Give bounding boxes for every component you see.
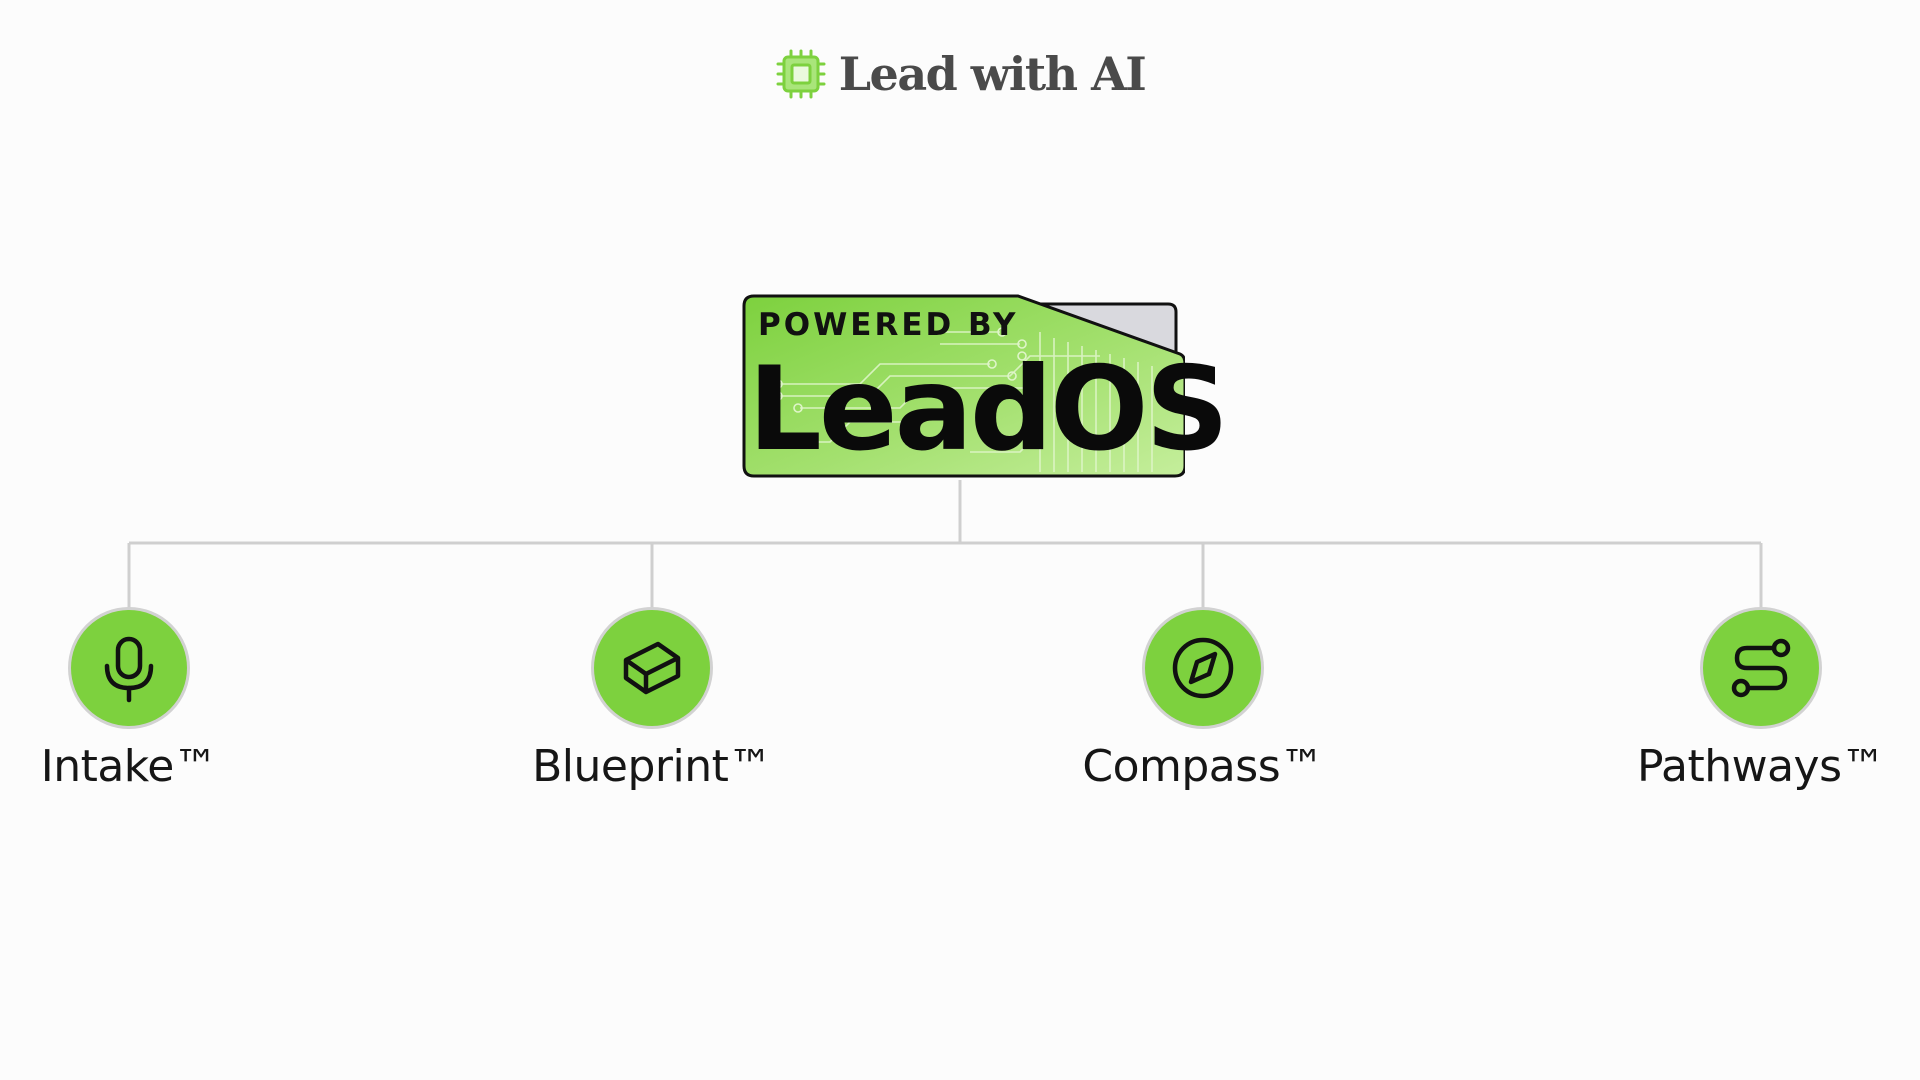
node-circle <box>68 607 190 729</box>
product-label: Pathways™ <box>1636 741 1886 792</box>
microphone-icon <box>104 636 154 703</box>
product-node-blueprint[interactable]: Blueprint™ <box>472 607 832 791</box>
compass-icon <box>1172 637 1234 699</box>
brand-title: Lead with AI <box>838 47 1147 101</box>
node-circle <box>591 607 713 729</box>
product-node-pathways[interactable]: Pathways™ <box>1581 607 1920 791</box>
product-label: Blueprint™ <box>532 741 772 792</box>
leados-badge: POWERED BY LeadOS <box>740 292 1229 480</box>
product-label: Compass™ <box>1082 741 1324 792</box>
brand-header: Lead with AI <box>0 48 1920 100</box>
chip-icon <box>776 49 826 99</box>
badge-powered-by: POWERED BY <box>758 307 1019 343</box>
node-circle <box>1700 607 1822 729</box>
product-label: Intake™ <box>40 741 218 792</box>
product-node-intake[interactable]: Intake™ <box>0 607 309 791</box>
route-icon <box>1731 638 1791 698</box>
badge-product-name: LeadOS <box>748 342 1229 477</box>
node-circle <box>1142 607 1264 729</box>
product-node-compass[interactable]: Compass™ <box>1023 607 1383 791</box>
box-icon <box>623 641 681 695</box>
